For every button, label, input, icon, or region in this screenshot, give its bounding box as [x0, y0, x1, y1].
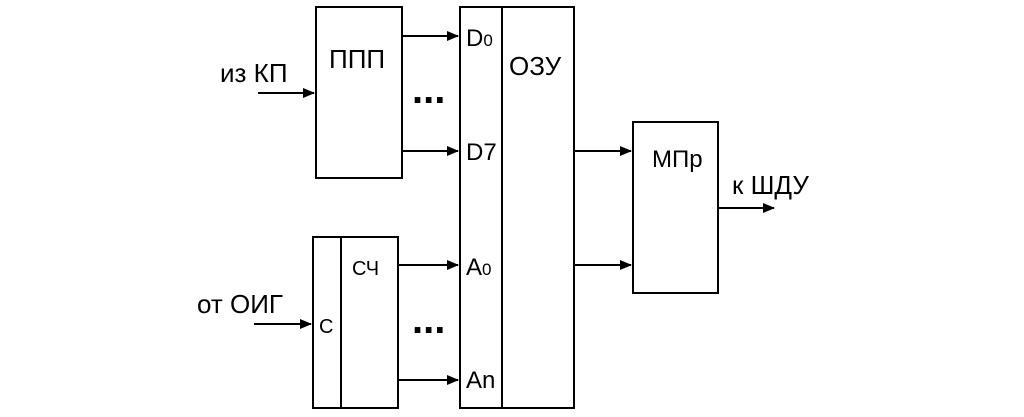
ram-label: ОЗУ [509, 51, 562, 81]
port-a0: A0 [466, 254, 491, 281]
mpr-block: МПр [632, 121, 719, 294]
output-to-shdu: к ШДУ [718, 170, 809, 213]
input-from-oig: от ОИГ [197, 289, 312, 329]
counter-clock-label: C [319, 316, 333, 338]
address-bus-ellipsis: ... [412, 298, 445, 342]
port-d0: D0 [466, 25, 493, 52]
input-from-oig-label: от ОИГ [197, 289, 283, 319]
counter-label: СЧ [352, 258, 379, 280]
port-d7: D7 [466, 139, 497, 166]
input-from-kp: из КП [220, 58, 315, 98]
port-an: An [466, 367, 495, 394]
ppp-block: ППП [315, 6, 403, 179]
input-from-kp-label: из КП [220, 58, 288, 88]
ram-block: ОЗУ D0 D7 A0 An [459, 6, 575, 409]
data-bus-ellipsis: ... [412, 68, 445, 112]
ppp-label: ППП [329, 44, 385, 74]
counter-block: СЧ C [312, 236, 399, 409]
mpr-label: МПр [652, 146, 703, 173]
output-to-shdu-label: к ШДУ [732, 170, 809, 200]
